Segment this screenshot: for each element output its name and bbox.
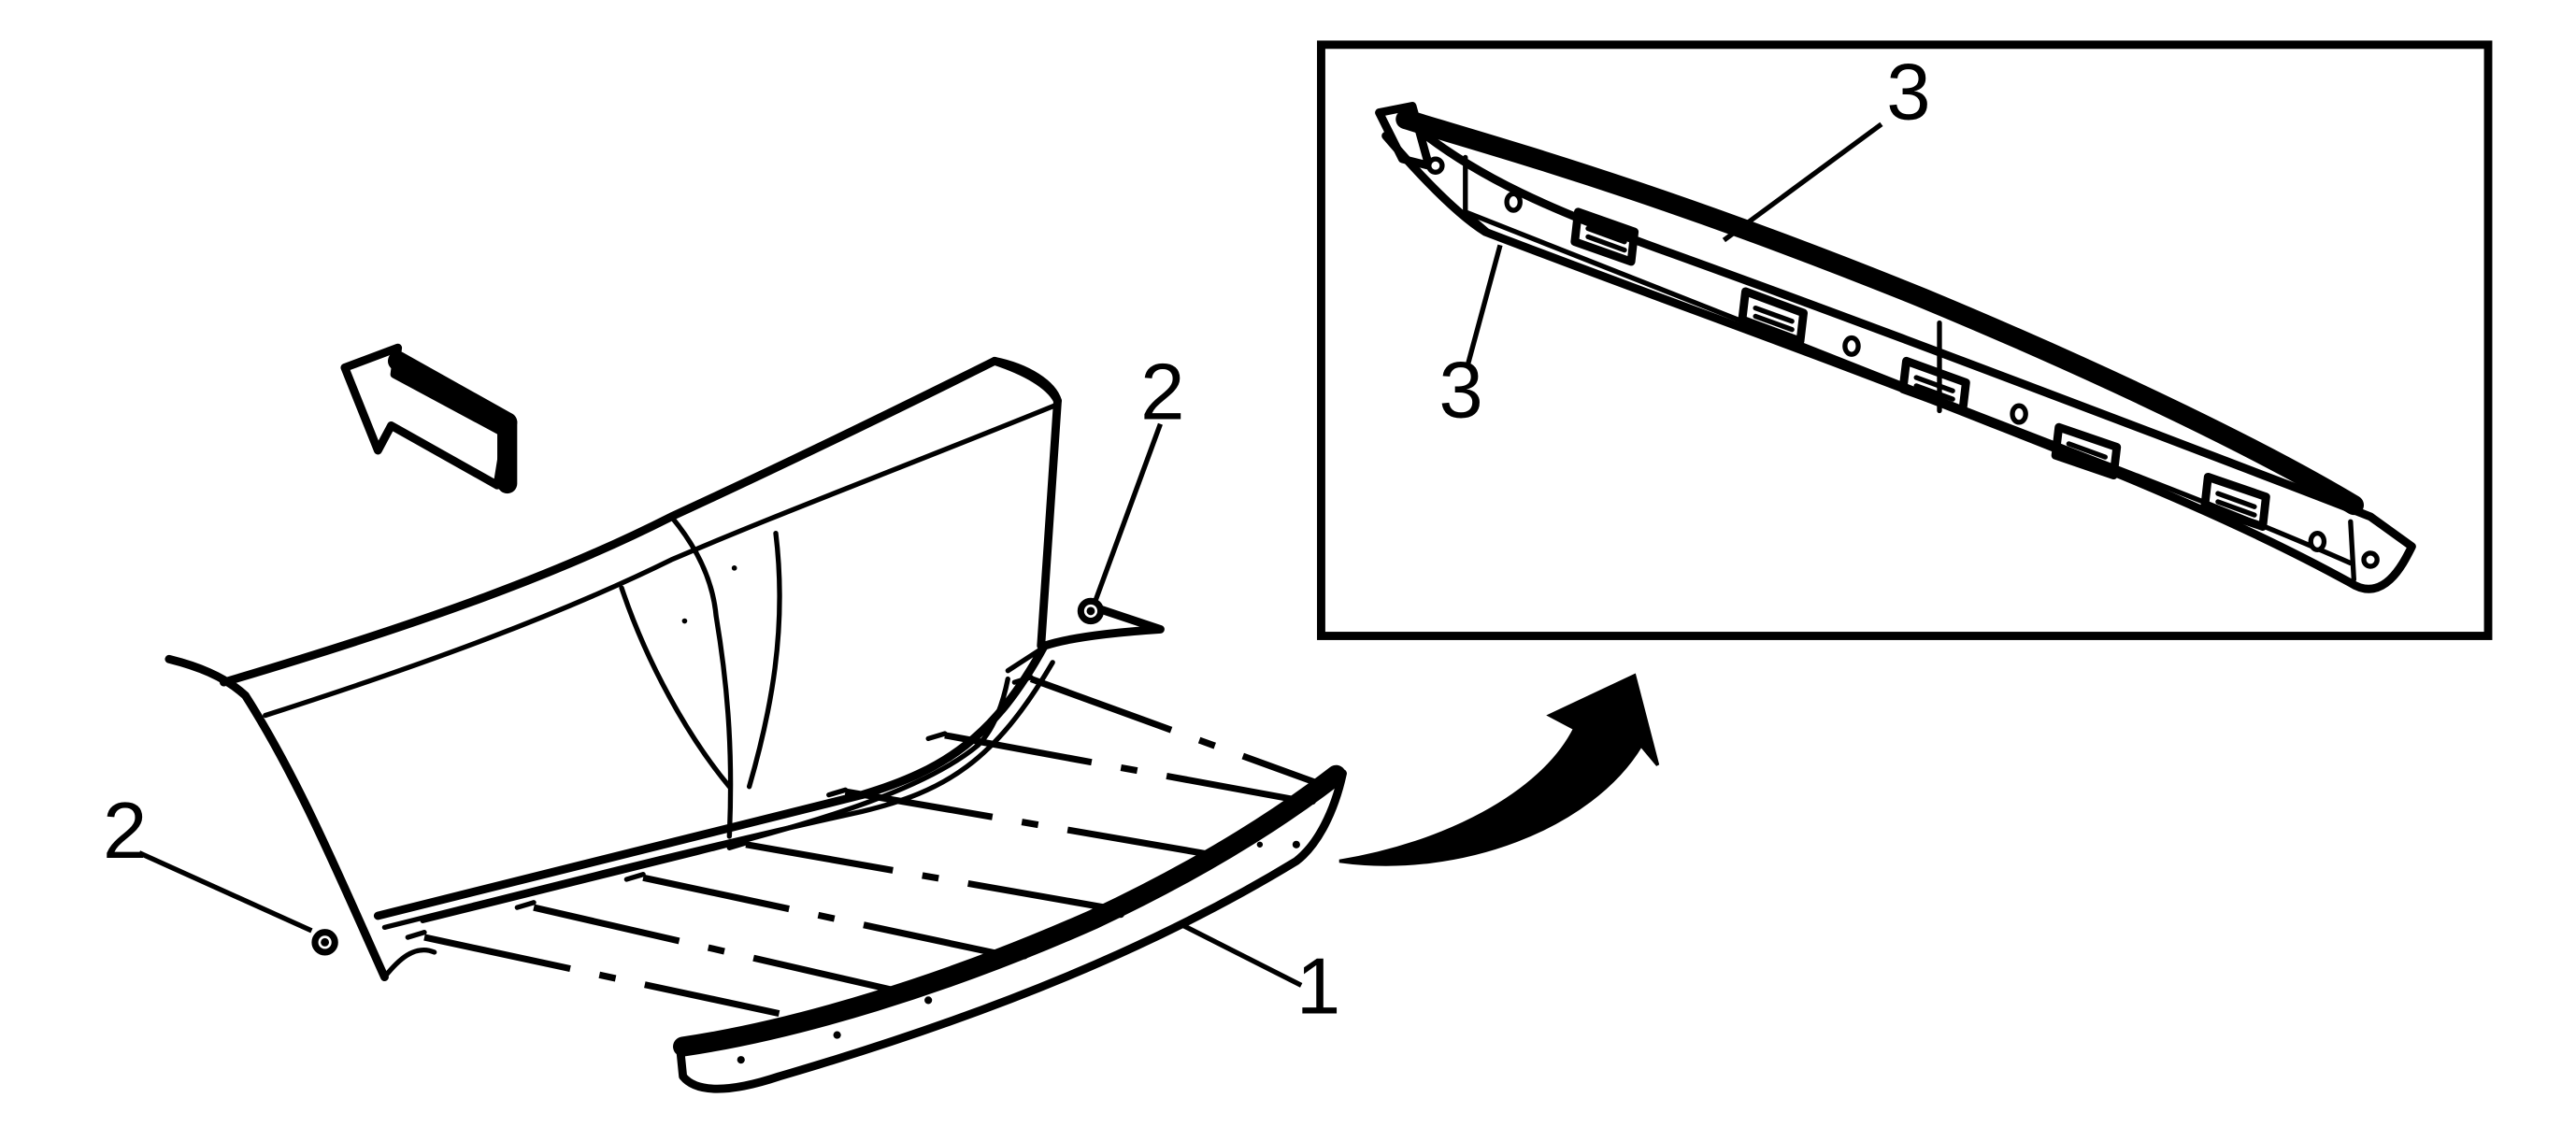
callout-3-seal-top: 3 xyxy=(1886,49,1930,137)
clip-pad xyxy=(1738,287,1808,346)
clip-pad xyxy=(1570,207,1639,266)
clip-pad xyxy=(1898,356,1970,415)
clip-pad xyxy=(2200,472,2270,531)
callout-3-seal-left: 3 xyxy=(1438,347,1482,435)
installation-lines xyxy=(423,676,1320,1018)
callout-2-retainer-left: 2 xyxy=(103,787,147,876)
vehicle-front-direction-arrow xyxy=(340,343,518,494)
deflector-detail-view xyxy=(1375,101,2416,593)
clip-pad xyxy=(2051,422,2122,480)
front-bumper-fascia xyxy=(165,356,1165,981)
retainer-right xyxy=(1077,597,1105,625)
detail-view-arrow xyxy=(1338,673,1660,866)
callout-2-retainer-right: 2 xyxy=(1140,348,1184,436)
leader-lines xyxy=(137,121,1883,988)
retainer-left xyxy=(311,929,338,956)
air-deflector xyxy=(673,764,1347,1093)
callout-1-air-deflector: 1 xyxy=(1296,943,1340,1032)
